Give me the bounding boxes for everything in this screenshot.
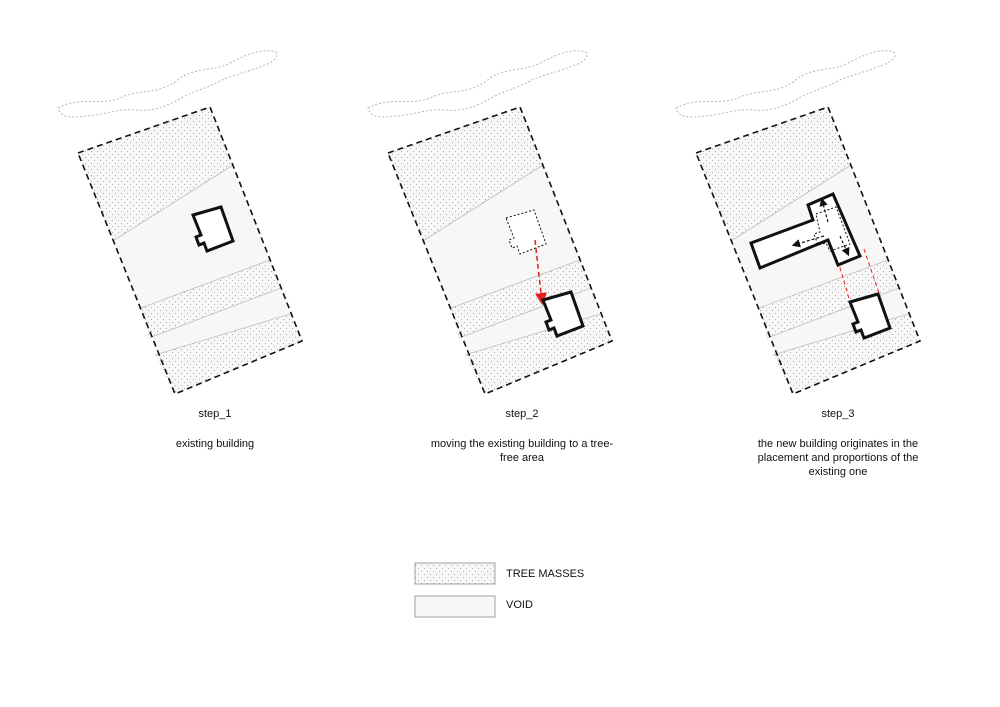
step-1-title: step_1	[198, 408, 232, 420]
site-plan-step-3	[675, 49, 921, 395]
legend-label-tree-masses: TREE MASSES	[506, 568, 585, 580]
new-building	[749, 192, 862, 270]
site-plan-step-1	[57, 49, 303, 395]
step-2-description: moving the existing building to a tree-f…	[430, 438, 614, 464]
legend-swatch-void	[414, 595, 496, 618]
extension-arrow-down	[839, 235, 850, 257]
step-2-title: step_2	[505, 408, 539, 420]
move-arrow	[534, 239, 547, 305]
step-2-caption: step_2 moving the existing building to a…	[422, 408, 622, 465]
step-1-description: existing building	[175, 438, 255, 450]
legend-label-void: VOID	[506, 599, 533, 611]
extension-arrow-up	[819, 197, 829, 223]
step-3-description: the new building originates in the place…	[757, 438, 919, 478]
step-3-title: step_3	[821, 408, 855, 420]
legend-swatch-tree-masses	[414, 562, 496, 585]
extension-arrow-left	[791, 235, 825, 248]
step-3-caption: step_3 the new building originates in th…	[738, 408, 938, 479]
site-plan-step-2	[367, 49, 613, 395]
step-1-caption: step_1 existing building	[115, 408, 315, 451]
